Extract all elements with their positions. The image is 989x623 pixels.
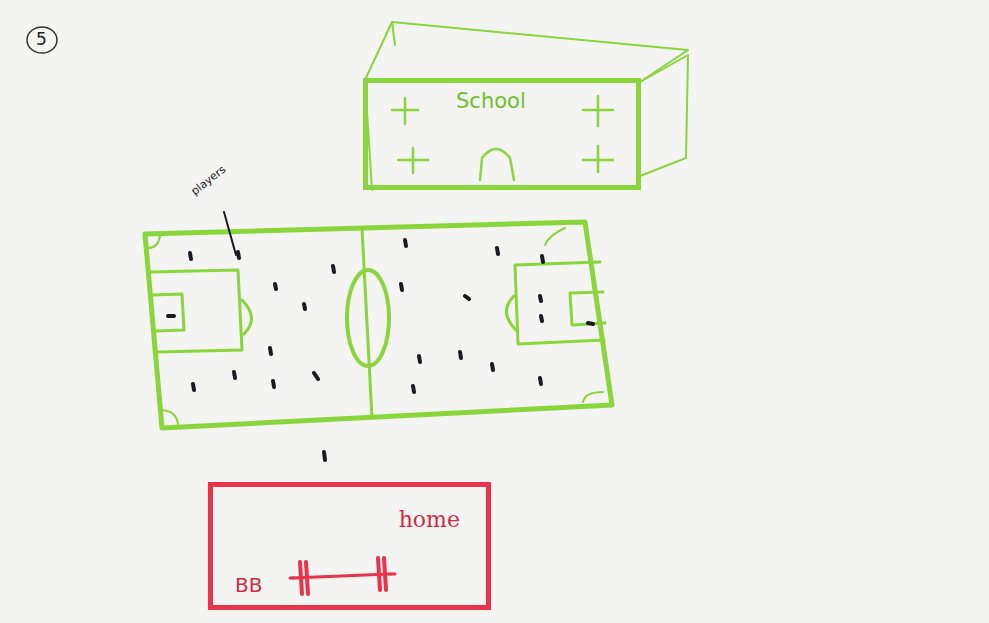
player-dots — [168, 240, 593, 460]
callout-number: 5 — [36, 31, 47, 48]
school-building: School — [363, 78, 641, 190]
players-label: players — [189, 164, 228, 197]
football-field — [145, 222, 612, 428]
leader-line — [224, 212, 236, 255]
home-box: homeBB — [208, 482, 491, 610]
number-circle — [27, 27, 57, 53]
home-label: home — [399, 509, 460, 531]
dumbbell-symbol — [290, 558, 395, 594]
weights-label: BB — [235, 575, 262, 595]
building-name: School — [456, 91, 526, 112]
